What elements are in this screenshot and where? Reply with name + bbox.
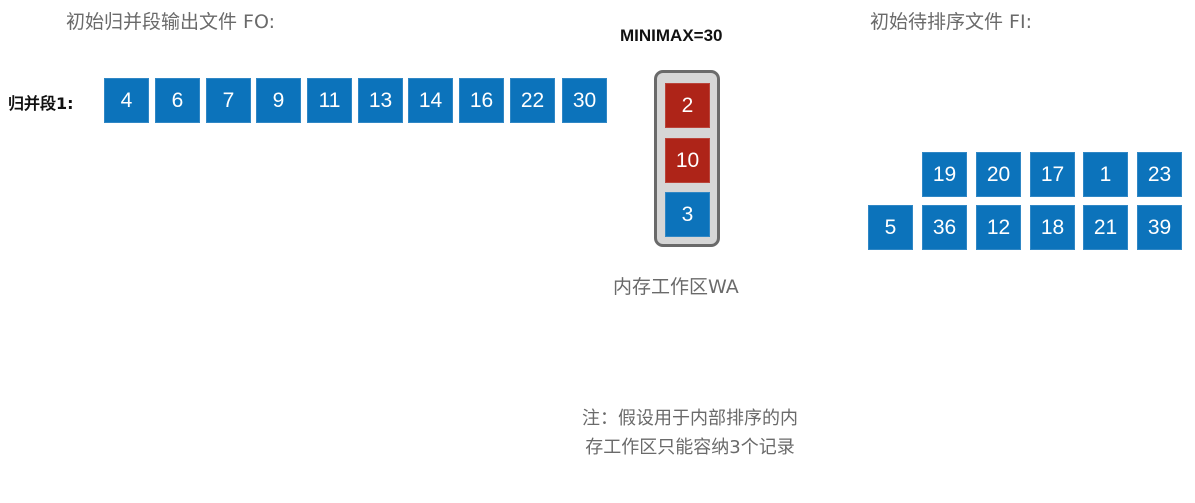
record-box: 17	[1030, 152, 1075, 197]
record-box: 39	[1137, 205, 1182, 250]
record-box: 1	[1083, 152, 1128, 197]
note-line-2: 存工作区只能容纳3个记录	[585, 437, 795, 458]
record-box: 13	[358, 78, 403, 123]
wa-record-box: 2	[665, 83, 710, 128]
merge-segment-label: 归并段1:	[8, 94, 74, 113]
record-box: 36	[922, 205, 967, 250]
record-box: 6	[155, 78, 200, 123]
note-line-1: 注：假设用于内部排序的内	[582, 408, 798, 429]
record-box: 4	[104, 78, 149, 123]
record-box: 7	[206, 78, 251, 123]
record-box: 11	[307, 78, 352, 123]
work-area-label: 内存工作区WA	[613, 276, 739, 298]
wa-record-box: 3	[665, 192, 710, 237]
note-text: 注：假设用于内部排序的内 存工作区只能容纳3个记录	[540, 404, 840, 462]
record-box: 23	[1137, 152, 1182, 197]
wa-record-box: 10	[665, 138, 710, 183]
record-box: 12	[976, 205, 1021, 250]
record-box: 9	[256, 78, 301, 123]
record-box: 5	[868, 205, 913, 250]
record-box: 20	[976, 152, 1021, 197]
output-file-title: 初始归并段输出文件 FO:	[66, 11, 275, 33]
record-box: 16	[459, 78, 504, 123]
record-box: 21	[1083, 205, 1128, 250]
record-box: 19	[922, 152, 967, 197]
input-file-title: 初始待排序文件 FI:	[870, 11, 1032, 33]
record-box: 14	[408, 78, 453, 123]
minimax-label: MINIMAX=30	[620, 26, 723, 45]
record-box: 18	[1030, 205, 1075, 250]
record-box: 30	[562, 78, 607, 123]
record-box: 22	[510, 78, 555, 123]
